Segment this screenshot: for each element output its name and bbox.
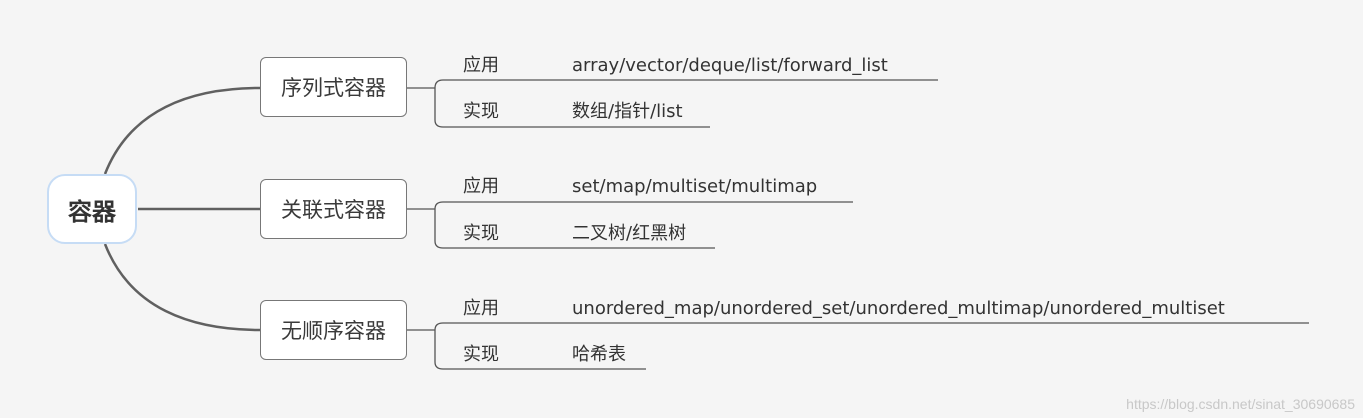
leaf-key[interactable]: 应用	[463, 55, 499, 76]
leaf-key[interactable]: 应用	[463, 298, 499, 319]
leaf-key[interactable]: 应用	[463, 176, 499, 197]
leaf-value[interactable]: array/vector/deque/list/forward_list	[572, 55, 888, 76]
branch-1-fork	[407, 201, 853, 249]
root-node[interactable]: 容器	[47, 174, 137, 244]
leaf-key[interactable]: 实现	[463, 344, 499, 365]
root-to-branch-2	[103, 243, 261, 332]
leaf-key[interactable]: 实现	[463, 223, 499, 244]
leaf-value[interactable]: 二叉树/红黑树	[572, 223, 687, 244]
leaf-value[interactable]: 数组/指针/list	[572, 101, 683, 122]
leaf-key[interactable]: 实现	[463, 101, 499, 122]
branch-associative-containers[interactable]: 关联式容器	[260, 179, 407, 239]
leaf-value[interactable]: 哈希表	[572, 344, 626, 365]
branch-sequence-containers[interactable]: 序列式容器	[260, 57, 407, 117]
leaf-value[interactable]: set/map/multiset/multimap	[572, 176, 818, 197]
root-to-branch-0	[103, 86, 261, 175]
branch-0-fork	[407, 79, 938, 128]
branch-unordered-containers[interactable]: 无顺序容器	[260, 300, 407, 360]
watermark: https://blog.csdn.net/sinat_30690685	[1126, 396, 1355, 412]
branch-2-fork	[407, 322, 1309, 370]
leaf-value[interactable]: unordered_map/unordered_set/unordered_mu…	[572, 298, 1225, 319]
